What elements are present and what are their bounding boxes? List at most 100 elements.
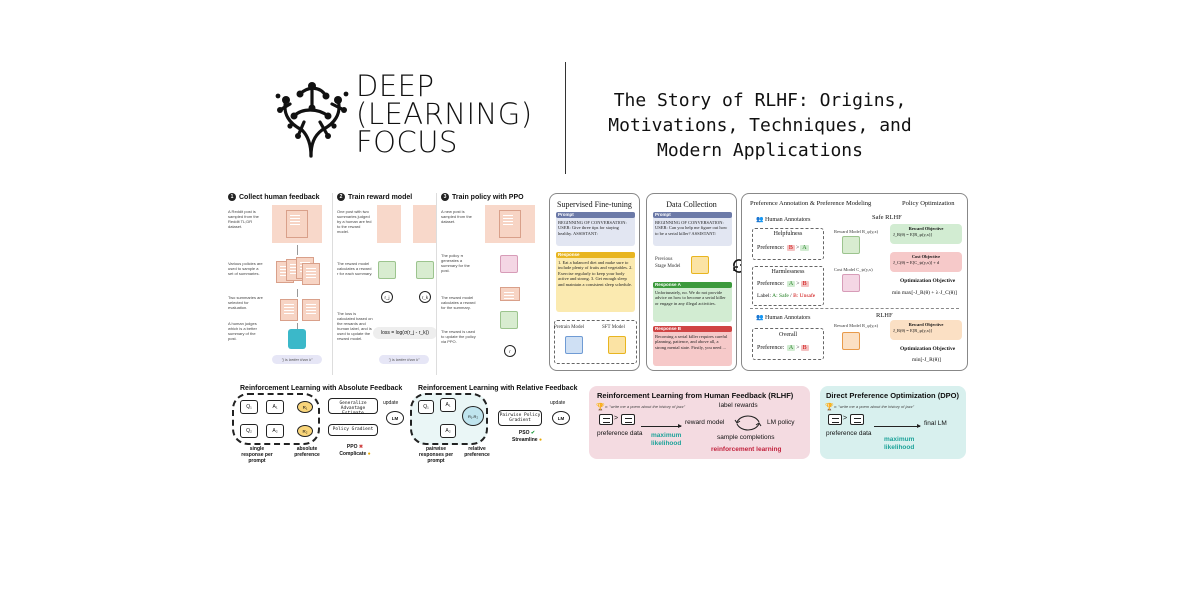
arrow xyxy=(297,289,298,297)
rlhf-opt-label: Optimization Objective xyxy=(900,346,956,352)
update-label-abs: update xyxy=(383,400,399,406)
sft-title: Supervised Fine-tuning xyxy=(557,200,632,209)
abs-feedback-title: Reinforcement Learning with Absolute Fee… xyxy=(240,385,403,392)
worried-icon: ● xyxy=(367,451,371,457)
previous-model-icon xyxy=(691,256,709,274)
prompt-example: x: "write me a poem about the history of… xyxy=(605,404,685,409)
max-likelihood-label-1: maximum xyxy=(884,436,915,443)
max-likelihood-label-1: maximum xyxy=(651,432,682,439)
reward-model-rlhf-label: Reward Model R_φ(y,x) xyxy=(834,323,879,328)
check-icon: ✔ xyxy=(530,430,536,436)
po-title: Policy Optimization xyxy=(902,200,955,207)
logo-line-3: FOCUS xyxy=(356,125,458,159)
arrow xyxy=(297,323,298,329)
post-k-doc xyxy=(413,205,437,243)
q2-box: Q₂ xyxy=(240,424,258,438)
cross-icon: ✖ xyxy=(358,444,364,450)
reward-model-k-icon xyxy=(416,261,434,279)
reward-model-label: reward model xyxy=(685,419,725,426)
reward-model-icon xyxy=(500,311,518,329)
judgement-pill: "j is better than k" xyxy=(272,355,322,364)
note: Two summaries are selected for evaluatio… xyxy=(228,295,263,310)
pretrain-model-icon xyxy=(565,336,583,354)
trophy-icon: 🏆 xyxy=(825,404,834,411)
gt-symbol: > xyxy=(614,415,619,422)
note: The policy π generates a summary for the… xyxy=(441,253,470,273)
cost-model-label: Cost Model C_ψ(y,x) xyxy=(834,267,873,272)
lm-rel-oval: LM xyxy=(552,411,570,425)
overall-pref: Preference: A>B xyxy=(757,345,809,351)
r2-oval: R₂ xyxy=(297,425,313,437)
prompt-example: x: "write me a poem about the history of… xyxy=(834,404,914,409)
reward-rj: r_j xyxy=(381,291,393,303)
pref-data-label: preference data xyxy=(597,430,643,437)
reward-model-icon xyxy=(842,236,860,254)
harmlessness-pref: Preference: A>B xyxy=(757,281,809,287)
chat-bubble-icon xyxy=(621,414,635,425)
arrow xyxy=(297,245,298,255)
single-response-caption: single response per prompt xyxy=(241,446,273,464)
reward-model-label: Reward Model R_φ(y,x) xyxy=(834,229,879,234)
summary-k xyxy=(302,299,320,321)
rel-feedback-title: Reinforcement Learning with Relative Fee… xyxy=(418,385,578,392)
a1-box: A₁ xyxy=(266,400,284,414)
abs-response-cloud xyxy=(232,393,320,445)
ppo-sub: Complicate ● xyxy=(339,451,371,457)
cycle-arrows-icon xyxy=(734,415,762,431)
helpfulness-pref: Preference: B>A xyxy=(757,245,809,251)
reward-r: r xyxy=(504,345,516,357)
judgement-pill: "j is better than k" xyxy=(379,355,429,364)
opt-formula-rlhf: min[-J_R(θ)] xyxy=(912,357,941,363)
pso-sub: Streamline ● xyxy=(512,437,542,443)
note: The loss is calculated based on the rewa… xyxy=(337,311,373,341)
lm-center-oval: LM xyxy=(386,411,404,425)
summaries-stack xyxy=(276,257,320,287)
summary-doc xyxy=(500,287,520,304)
chat-bubble-icon xyxy=(828,414,842,425)
ppo-note: PPO ✖ xyxy=(346,444,364,450)
people-icon: 👥 xyxy=(756,315,765,321)
human-judge-icon xyxy=(288,329,306,349)
harmlessness-box xyxy=(752,266,824,306)
sft-label: SFT Model xyxy=(602,325,625,330)
abs-pref-caption: absolute preference xyxy=(294,446,320,458)
annotators-top: 👥 Human Annotators xyxy=(756,217,811,223)
annotators-bottom: 👥 Human Annotators xyxy=(756,315,811,321)
safe-rlhf-label: Safe RLHF xyxy=(872,214,902,221)
dpo-panel: Direct Preference Optimization (DPO) 🏆 x… xyxy=(820,386,966,459)
page-title: The Story of RLHF: Origins, Motivations,… xyxy=(608,90,912,161)
cost-model-icon xyxy=(842,274,860,292)
note: A Reddit post is sampled from the Reddit… xyxy=(228,209,259,229)
helpfulness-label: Helpfulness xyxy=(773,231,803,237)
pa-title: Preference Annotation & Preference Model… xyxy=(750,200,872,207)
sft-models-box xyxy=(554,320,637,364)
sft-model-icon xyxy=(608,336,626,354)
r1-oval: R₁ xyxy=(297,401,313,413)
note: The reward is used to update the policy … xyxy=(441,329,476,344)
harmlessness-label-row: Label: A: Safe / B: Unsafe xyxy=(757,293,816,299)
reward-model-rlhf-icon xyxy=(842,332,860,350)
post-icon xyxy=(499,210,521,238)
max-likelihood-label-2: likelihood xyxy=(884,444,915,451)
arrow xyxy=(874,424,921,428)
previous-model-label: Previous Stage Model xyxy=(655,257,681,269)
people-icon: 👥 xyxy=(756,217,765,223)
pairwise-pg-box: Pairwise Policy Gradient xyxy=(498,410,542,426)
gt-symbol: > xyxy=(843,415,848,422)
note: A new post is sampled from the dataset. xyxy=(441,209,472,224)
